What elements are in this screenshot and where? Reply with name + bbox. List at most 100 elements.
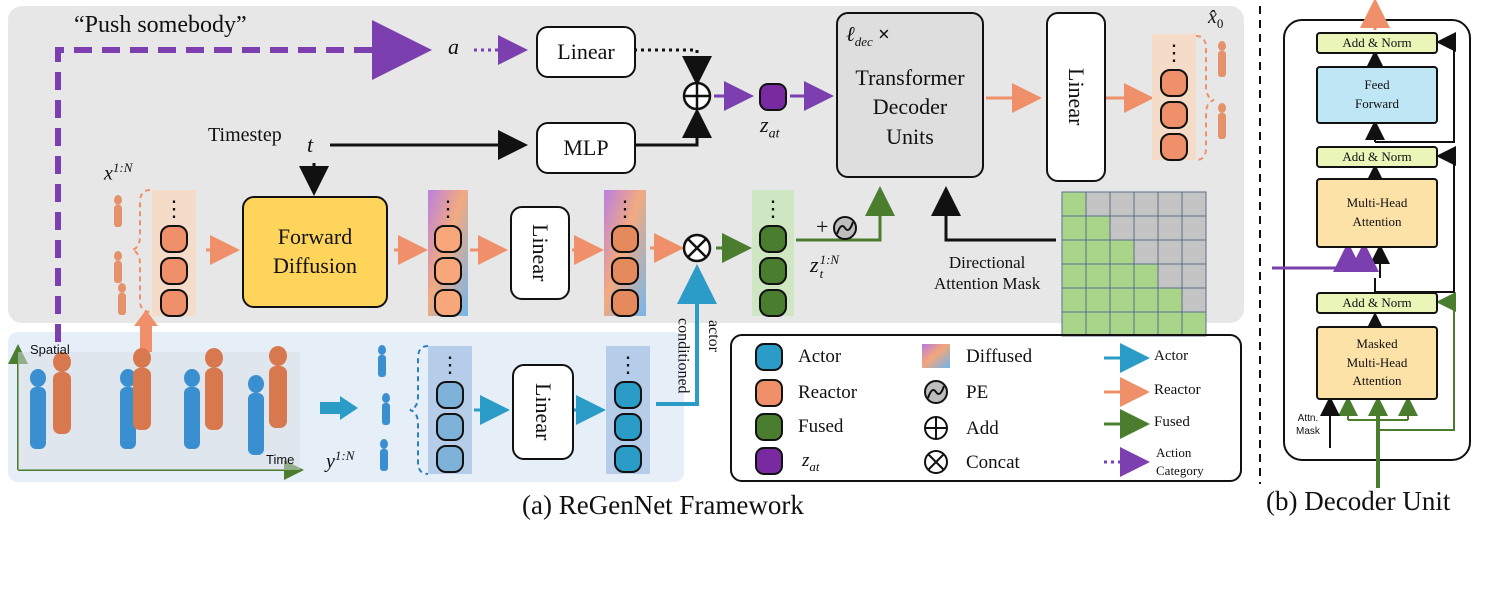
diffused-tokens-token: [434, 225, 462, 253]
legend-box: [730, 334, 1242, 482]
spatial-axis-label: Spatial: [30, 342, 70, 357]
mask-cell: [1181, 191, 1207, 217]
actor-conditioned-label: conditioned: [674, 318, 692, 394]
time-axis-label: Time: [266, 452, 295, 467]
mask-label: Directional Attention Mask: [934, 253, 1041, 294]
output-tokens-token: [1160, 133, 1188, 161]
diffused-tokens-dots: ⋮: [437, 197, 459, 222]
legend-add: Add: [966, 418, 999, 439]
mask-cell: [1157, 239, 1183, 265]
mask-cell: [1181, 263, 1207, 289]
mask-cell: [1157, 287, 1183, 313]
y-input-tokens: ⋮: [428, 346, 472, 474]
mask-cell: [1157, 215, 1183, 241]
x-input-tokens: ⋮: [152, 190, 196, 317]
fused-tokens-token: [759, 257, 787, 285]
x-input-label: x1:N: [104, 160, 133, 185]
actor-embedded-tokens-token: [614, 413, 642, 441]
transformer-decoder-units: ℓdec × Transformer Decoder Units: [836, 12, 984, 178]
add-norm-bottom: Add & Norm: [1316, 292, 1438, 314]
actor-conditioned-label-2: actor: [705, 320, 722, 352]
diffused-tokens-token: [434, 289, 462, 317]
x-input-tokens-dots: ⋮: [163, 197, 185, 222]
fused-tokens-dots: ⋮: [762, 197, 784, 222]
mask-cell: [1061, 311, 1087, 337]
attention-mask-grid: [1061, 191, 1207, 337]
decoder-unit-arrows: [1272, 0, 1471, 488]
embedded-tokens-token: [611, 225, 639, 253]
mask-cell: [1157, 191, 1183, 217]
add-norm-middle: Add & Norm: [1316, 146, 1438, 168]
mask-cell: [1085, 263, 1111, 289]
actor-pose-figures: [378, 345, 390, 471]
legend-reactor: Reactor: [798, 382, 858, 403]
plus-pe: +: [816, 214, 829, 239]
legend-concat: Concat: [966, 452, 1020, 473]
fused-tokens-token: [759, 289, 787, 317]
y-input-tokens-token: [436, 381, 464, 409]
legend-symbols: [755, 343, 1150, 477]
mask-cell: [1109, 311, 1135, 337]
mask-cell: [1061, 287, 1087, 313]
mask-cell: [1109, 215, 1135, 241]
legend-actor: Actor: [798, 346, 842, 367]
actor-embedded-tokens-token: [614, 445, 642, 473]
y-input-tokens-dots: ⋮: [439, 353, 461, 378]
linear-output-label: Linear: [1064, 68, 1089, 126]
legend-pe: PE: [966, 382, 989, 403]
mask-cell: [1181, 239, 1207, 265]
mask-cell: [1133, 215, 1159, 241]
interaction-scene: [18, 346, 300, 470]
diffused-tokens-token: [434, 257, 462, 285]
mlp-label: MLP: [563, 135, 609, 160]
mask-cell: [1133, 191, 1159, 217]
mask-cell: [1109, 263, 1135, 289]
decoder-repeat-count: ℓdec ×: [846, 22, 891, 50]
z-at-label: zat: [760, 112, 780, 142]
fused-tokens: ⋮: [752, 190, 794, 317]
mask-cell: [1085, 311, 1111, 337]
mask-cell: [1109, 287, 1135, 313]
mask-cell: [1085, 191, 1111, 217]
x-input-tokens-token: [160, 289, 188, 317]
legend-arrow-action: Action Category: [1156, 445, 1204, 478]
forward-diffusion-box: Forward Diffusion: [242, 196, 388, 308]
legend-arrow-reactor: Reactor: [1154, 382, 1201, 398]
legend-zat: zat: [802, 450, 820, 474]
legend-diffused: Diffused: [966, 346, 1033, 367]
embedded-tokens-token: [611, 257, 639, 285]
embedded-tokens: ⋮: [604, 190, 646, 317]
actor-embedded-tokens-dots: ⋮: [617, 353, 639, 378]
y-input-tokens-token: [436, 445, 464, 473]
mask-cell: [1085, 287, 1111, 313]
embedded-tokens-dots: ⋮: [614, 197, 636, 222]
mask-cell: [1109, 239, 1135, 265]
mask-cell: [1133, 287, 1159, 313]
mask-cell: [1133, 311, 1159, 337]
mask-cell: [1085, 239, 1111, 265]
mask-cell: [1181, 311, 1207, 337]
mask-cell: [1133, 239, 1159, 265]
embedded-tokens-token: [611, 289, 639, 317]
y-input-tokens-token: [436, 413, 464, 441]
mask-cell: [1061, 239, 1087, 265]
output-tokens-dots: ⋮: [1163, 41, 1185, 66]
linear-action-box: Linear: [536, 26, 636, 78]
output-tokens-token: [1160, 101, 1188, 129]
x-input-tokens-token: [160, 257, 188, 285]
mask-cell: [1181, 215, 1207, 241]
mask-cell: [1109, 191, 1135, 217]
t-symbol: t: [307, 132, 314, 157]
mask-cell: [1157, 263, 1183, 289]
mask-cell: [1061, 191, 1087, 217]
linear-mid-label: Linear: [528, 224, 553, 282]
decoder-caption: (b) Decoder Unit: [1266, 486, 1451, 516]
y-input-label: y1:N: [326, 448, 355, 473]
reactor-pose-figures: [114, 41, 1226, 315]
framework-caption: (a) ReGenNet Framework: [522, 490, 804, 520]
legend-fused: Fused: [798, 416, 844, 437]
